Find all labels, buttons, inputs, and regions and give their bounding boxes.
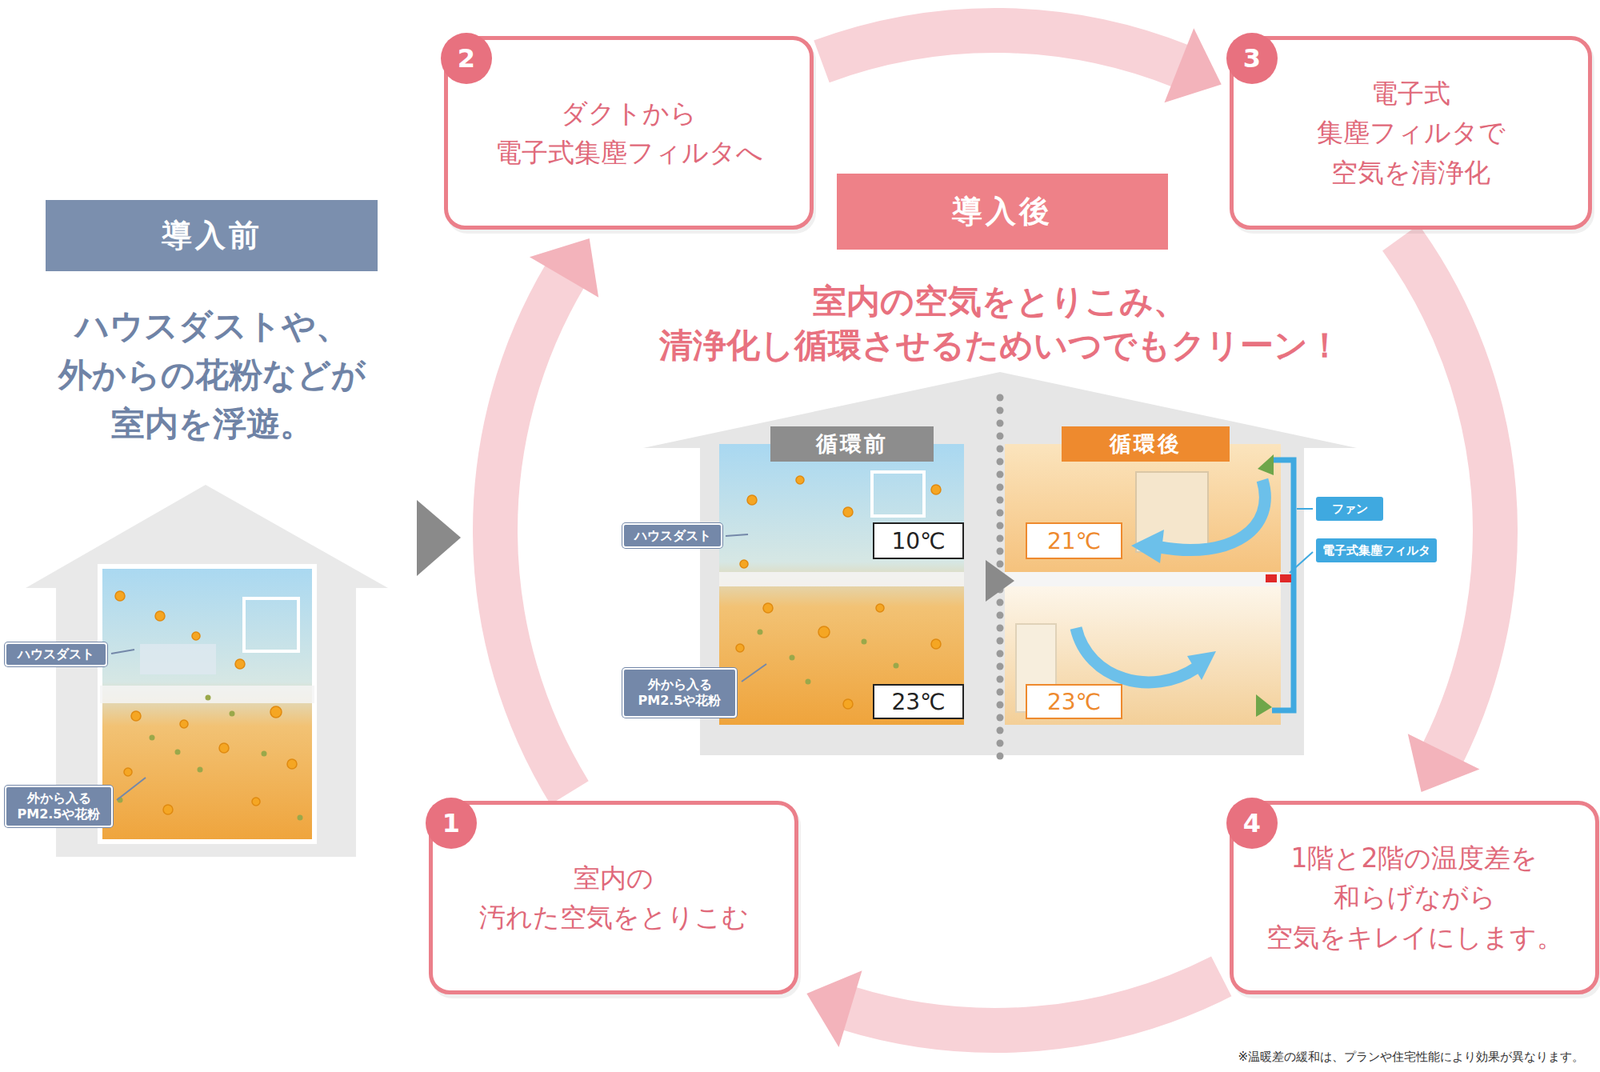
arrow-head: [529, 238, 599, 298]
temperature-box: 10℃: [872, 522, 964, 560]
arrow-head: [806, 970, 862, 1048]
circulation-arrow: [1160, 480, 1265, 551]
floor: [100, 685, 315, 704]
leader-line: [1289, 552, 1313, 573]
house-after: [643, 372, 1357, 760]
circulation-arrow: [1076, 628, 1196, 683]
callout-box: 3電子式 集塵フィルタで 空気を清浄化: [1229, 36, 1592, 230]
node-text: 21℃: [1047, 528, 1101, 555]
transition-triangle: [416, 500, 461, 576]
bed: [140, 644, 216, 675]
node-text: 外から入る PM2.5や花粉: [12, 790, 105, 823]
callout-box: 41階と2階の温度差を 和らげながら 空気をキレイにします。: [1229, 800, 1600, 995]
cycle-arrow: [495, 238, 599, 793]
window: [872, 472, 924, 516]
callout-text: ダクトから 電子式集塵フィルタへ: [460, 93, 797, 173]
part-label: 電子式集塵フィルタ: [1316, 538, 1437, 563]
flow-arrow: [1256, 694, 1272, 717]
pollen-dots: [117, 695, 304, 821]
filter: [1265, 574, 1277, 583]
node-text: 導入前: [161, 215, 263, 256]
arrow-head: [1408, 733, 1480, 792]
leader-line: [1296, 508, 1313, 510]
arrow-shaft: [821, 30, 1183, 67]
house-outline: [643, 372, 1357, 756]
window: [244, 598, 299, 652]
cycle-arrow: [821, 28, 1222, 103]
node-text: 23℃: [891, 688, 945, 716]
arrow-shaft: [1400, 237, 1496, 755]
leader-line: [111, 649, 135, 654]
node-text: 10℃: [891, 528, 945, 555]
callout-box: 1 室内の 汚れた空気をとりこむ: [428, 800, 799, 995]
node-text: 導入後: [952, 191, 1053, 232]
callout-number: 2: [440, 32, 492, 84]
floor: [719, 572, 964, 587]
node-text: 外から入る PM2.5や花粉: [633, 676, 726, 709]
leader-line: [116, 777, 146, 800]
section-band: 導入前: [45, 200, 378, 272]
callout-box: 2ダクトから 電子式集塵フィルタへ: [444, 36, 814, 230]
temperature-box: 23℃: [1025, 684, 1123, 720]
node-text: 23℃: [1047, 688, 1101, 716]
intro-text: ハウスダストや、 外からの花粉などが 室内を浮遊。: [32, 302, 392, 449]
leader-line: [725, 534, 748, 536]
tag-label: ハウスダスト: [622, 523, 723, 548]
flow-arrow: [1257, 454, 1274, 476]
state-band: 循環前: [770, 426, 934, 462]
node-text: ハウスダスト: [17, 646, 95, 663]
room: [100, 566, 315, 842]
node-text: 電子式集塵フィルタ: [1322, 543, 1431, 559]
part-label: ファン: [1316, 496, 1384, 521]
node-text: ファン: [1332, 501, 1368, 517]
circulation-arrow: [1131, 529, 1164, 564]
dust-dots: [115, 591, 297, 815]
node-text: ハウスダスト: [634, 528, 712, 544]
tag-label: ハウスダスト: [4, 642, 108, 667]
arrow-shaft: [495, 274, 570, 793]
temperature-box: 23℃: [872, 684, 964, 720]
callout-text: 室内の 汚れた空気をとりこむ: [445, 858, 782, 938]
footnote: ※温暖差の緩和は、プランや住宅性能により効果が異なります。: [1024, 1049, 1584, 1064]
callout-number: 3: [1226, 32, 1278, 84]
state-band: 循環後: [1061, 426, 1230, 462]
node-text: 循環後: [1109, 429, 1182, 459]
circulation-arrow: [1187, 651, 1216, 680]
tag-label: 外から入る PM2.5や花粉: [622, 668, 737, 718]
duct: [1272, 460, 1294, 711]
room: [1004, 586, 1281, 725]
dust-dots: [736, 476, 941, 709]
tag-label: 外から入る PM2.5や花粉: [4, 785, 113, 828]
room: [719, 444, 964, 725]
callout-number: 4: [1226, 797, 1278, 849]
room: [1004, 444, 1281, 572]
transition-triangle: [985, 560, 1015, 602]
callout-number: 1: [425, 797, 477, 849]
callout-text: 電子式 集塵フィルタで 空気を清浄化: [1283, 73, 1540, 193]
arrow-shaft: [847, 976, 1222, 1031]
callout-text: 1階と2階の温度差を 和らげながら 空気をキレイにします。: [1246, 838, 1583, 958]
node-text: 循環前: [816, 429, 888, 459]
cycle-arrow: [1400, 237, 1496, 792]
floor: [1004, 572, 1281, 587]
filter: [1280, 574, 1292, 583]
section-band: 導入後: [836, 173, 1168, 250]
temperature-box: 21℃: [1025, 522, 1123, 560]
cycle-arrow: [806, 970, 1221, 1048]
pollen-dots: [757, 629, 924, 693]
arrow-head: [1164, 28, 1221, 103]
leader-line: [741, 664, 767, 682]
headline: 室内の空気をとりこみ、 清浄化し循環させるためいつでもクリーン！: [632, 280, 1368, 368]
